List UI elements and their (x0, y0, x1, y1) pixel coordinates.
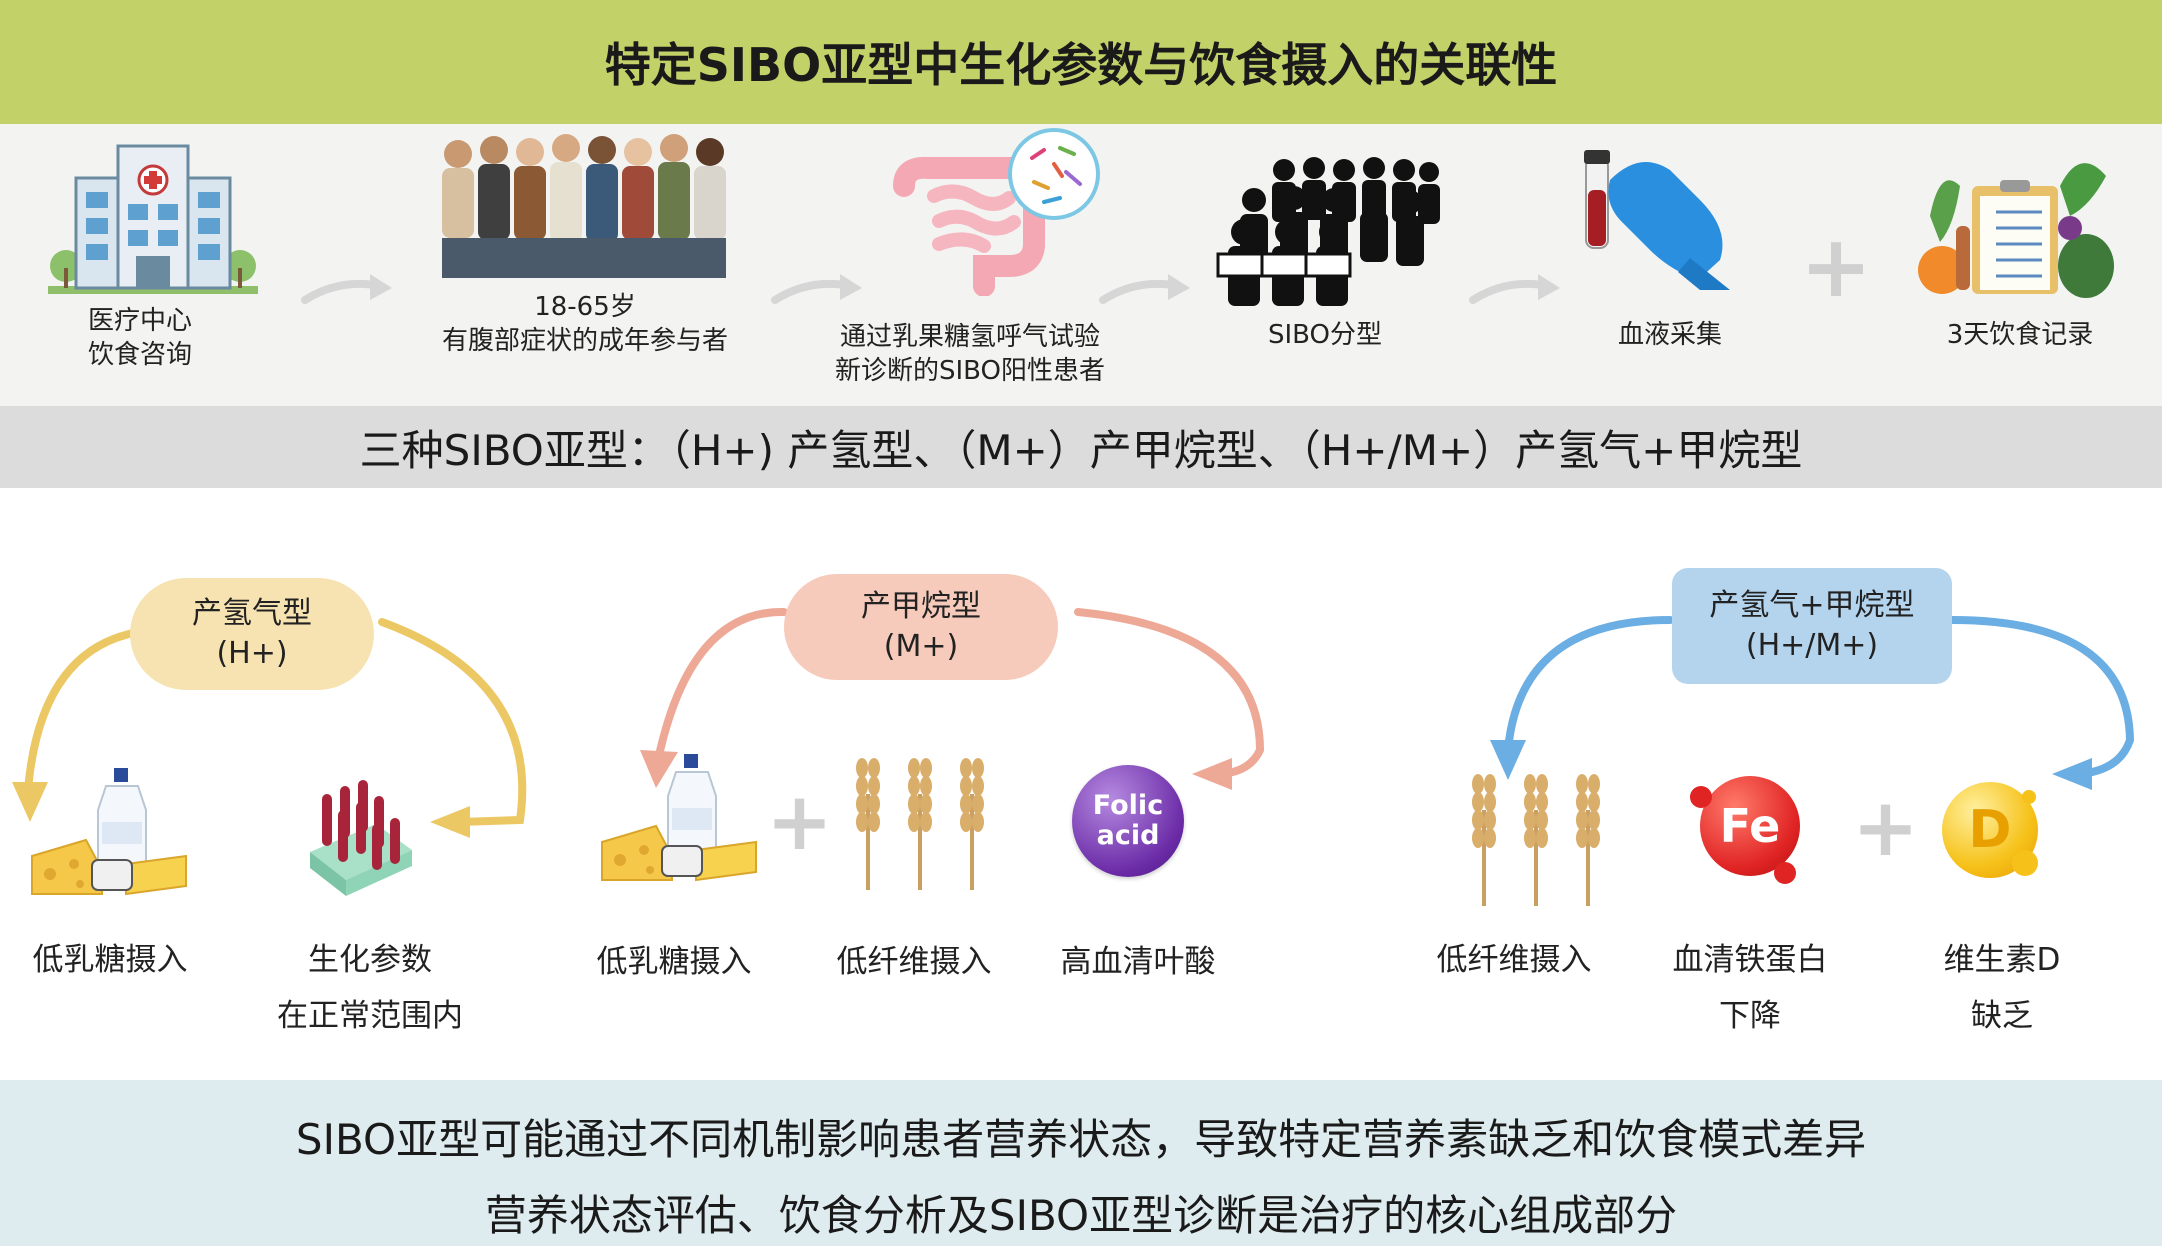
item-label-low-fiber: 低纤维摄入 (1436, 942, 1592, 978)
item-label-low-fiber: 低纤维摄入 (836, 944, 992, 980)
flow-arrow-icon (301, 274, 392, 304)
subtype-banner-text: 三种SIBO亚型：（H+) 产氢型、（M+）产甲烷型、（H+/M+）产氢气+甲烷… (359, 425, 1803, 475)
item-label-low-lactose: 低乳糖摄入 (32, 942, 188, 978)
milk-cheese-icon (601, 754, 757, 882)
vitamin-d-badge: D (1968, 800, 2012, 860)
title-bar (0, 0, 2162, 124)
group-m-arrows (640, 607, 1265, 790)
wheat-icon (1472, 774, 1600, 906)
group-pill-hm: 产氢气+甲烷型(H+/M+) (1672, 568, 1952, 684)
flow-arrow-icon (1469, 274, 1560, 304)
group-hm-arrows (1490, 616, 2135, 790)
iron-bubble-icon (1774, 862, 1796, 884)
vitamin-bubble-icon (2022, 790, 2036, 804)
step-label-participants: 18-65岁有腹部症状的成年参与者 (441, 292, 728, 356)
conclusion-line-2: 营养状态评估、饮食分析及SIBO亚型诊断是治疗的核心组成部分 (484, 1191, 1678, 1240)
test-tubes-icon (310, 780, 412, 896)
plus-icon: + (1800, 217, 1873, 317)
blood-sample-hand-icon (1584, 150, 1730, 290)
folic-acid-badge: Folic acid (1092, 790, 1164, 851)
plus-icon: + (766, 775, 834, 868)
page-title: 特定SIBO亚型中生化参数与饮食摄入的关联性 (604, 38, 1558, 92)
wheat-icon (856, 758, 984, 890)
group-pill-m: 产甲烷型(M+) (784, 574, 1058, 680)
iron-fe-icon: Fe (1700, 776, 1800, 876)
food-checklist-icon (1918, 163, 2114, 298)
step-label-blood-collection: 血液采集 (1617, 320, 1722, 350)
step-label-sibo-positive: 通过乳果糖氢呼气试验新诊断的SIBO阳性患者 (834, 322, 1106, 386)
flow-arrow-icon (1099, 274, 1190, 304)
flow-arrow-icon (771, 274, 862, 304)
hospital-icon (48, 144, 258, 294)
intestine-bacteria-icon (893, 128, 1100, 296)
people-group-icon (442, 134, 726, 278)
iron-bubble-icon (1690, 786, 1712, 808)
step-label-medical-center: 医疗中心饮食咨询 (87, 306, 192, 370)
item-label-low-lactose: 低乳糖摄入 (596, 944, 752, 980)
step-label-diet-record: 3天饮食记录 (1946, 320, 2094, 350)
item-label-low-ferritin: 血清铁蛋白下降 (1672, 942, 1828, 1034)
item-label-normal-biochem: 生化参数在正常范围内 (277, 942, 463, 1034)
item-label-high-folate: 高血清叶酸 (1060, 944, 1216, 980)
vitamin-bubble-icon (2012, 850, 2038, 876)
step-label-sibo-typing: SIBO分型 (1267, 320, 1383, 350)
crowd-silhouette-icon (1216, 157, 1440, 306)
group-pill-h: 产氢气型(H+) (130, 578, 374, 690)
conclusion-line-1: SIBO亚型可能通过不同机制影响患者营养状态，导致特定营养素缺乏和饮食模式差异 (295, 1115, 1867, 1164)
conclusion-band (0, 1080, 2162, 1246)
plus-icon: + (1852, 781, 1920, 874)
folic-acid-icon: Folic acid (1072, 765, 1184, 877)
milk-cheese-icon (31, 768, 187, 896)
iron-fe-badge: Fe (1719, 799, 1781, 853)
subtype-banner (0, 406, 2162, 488)
group-h-arrows (12, 618, 527, 838)
